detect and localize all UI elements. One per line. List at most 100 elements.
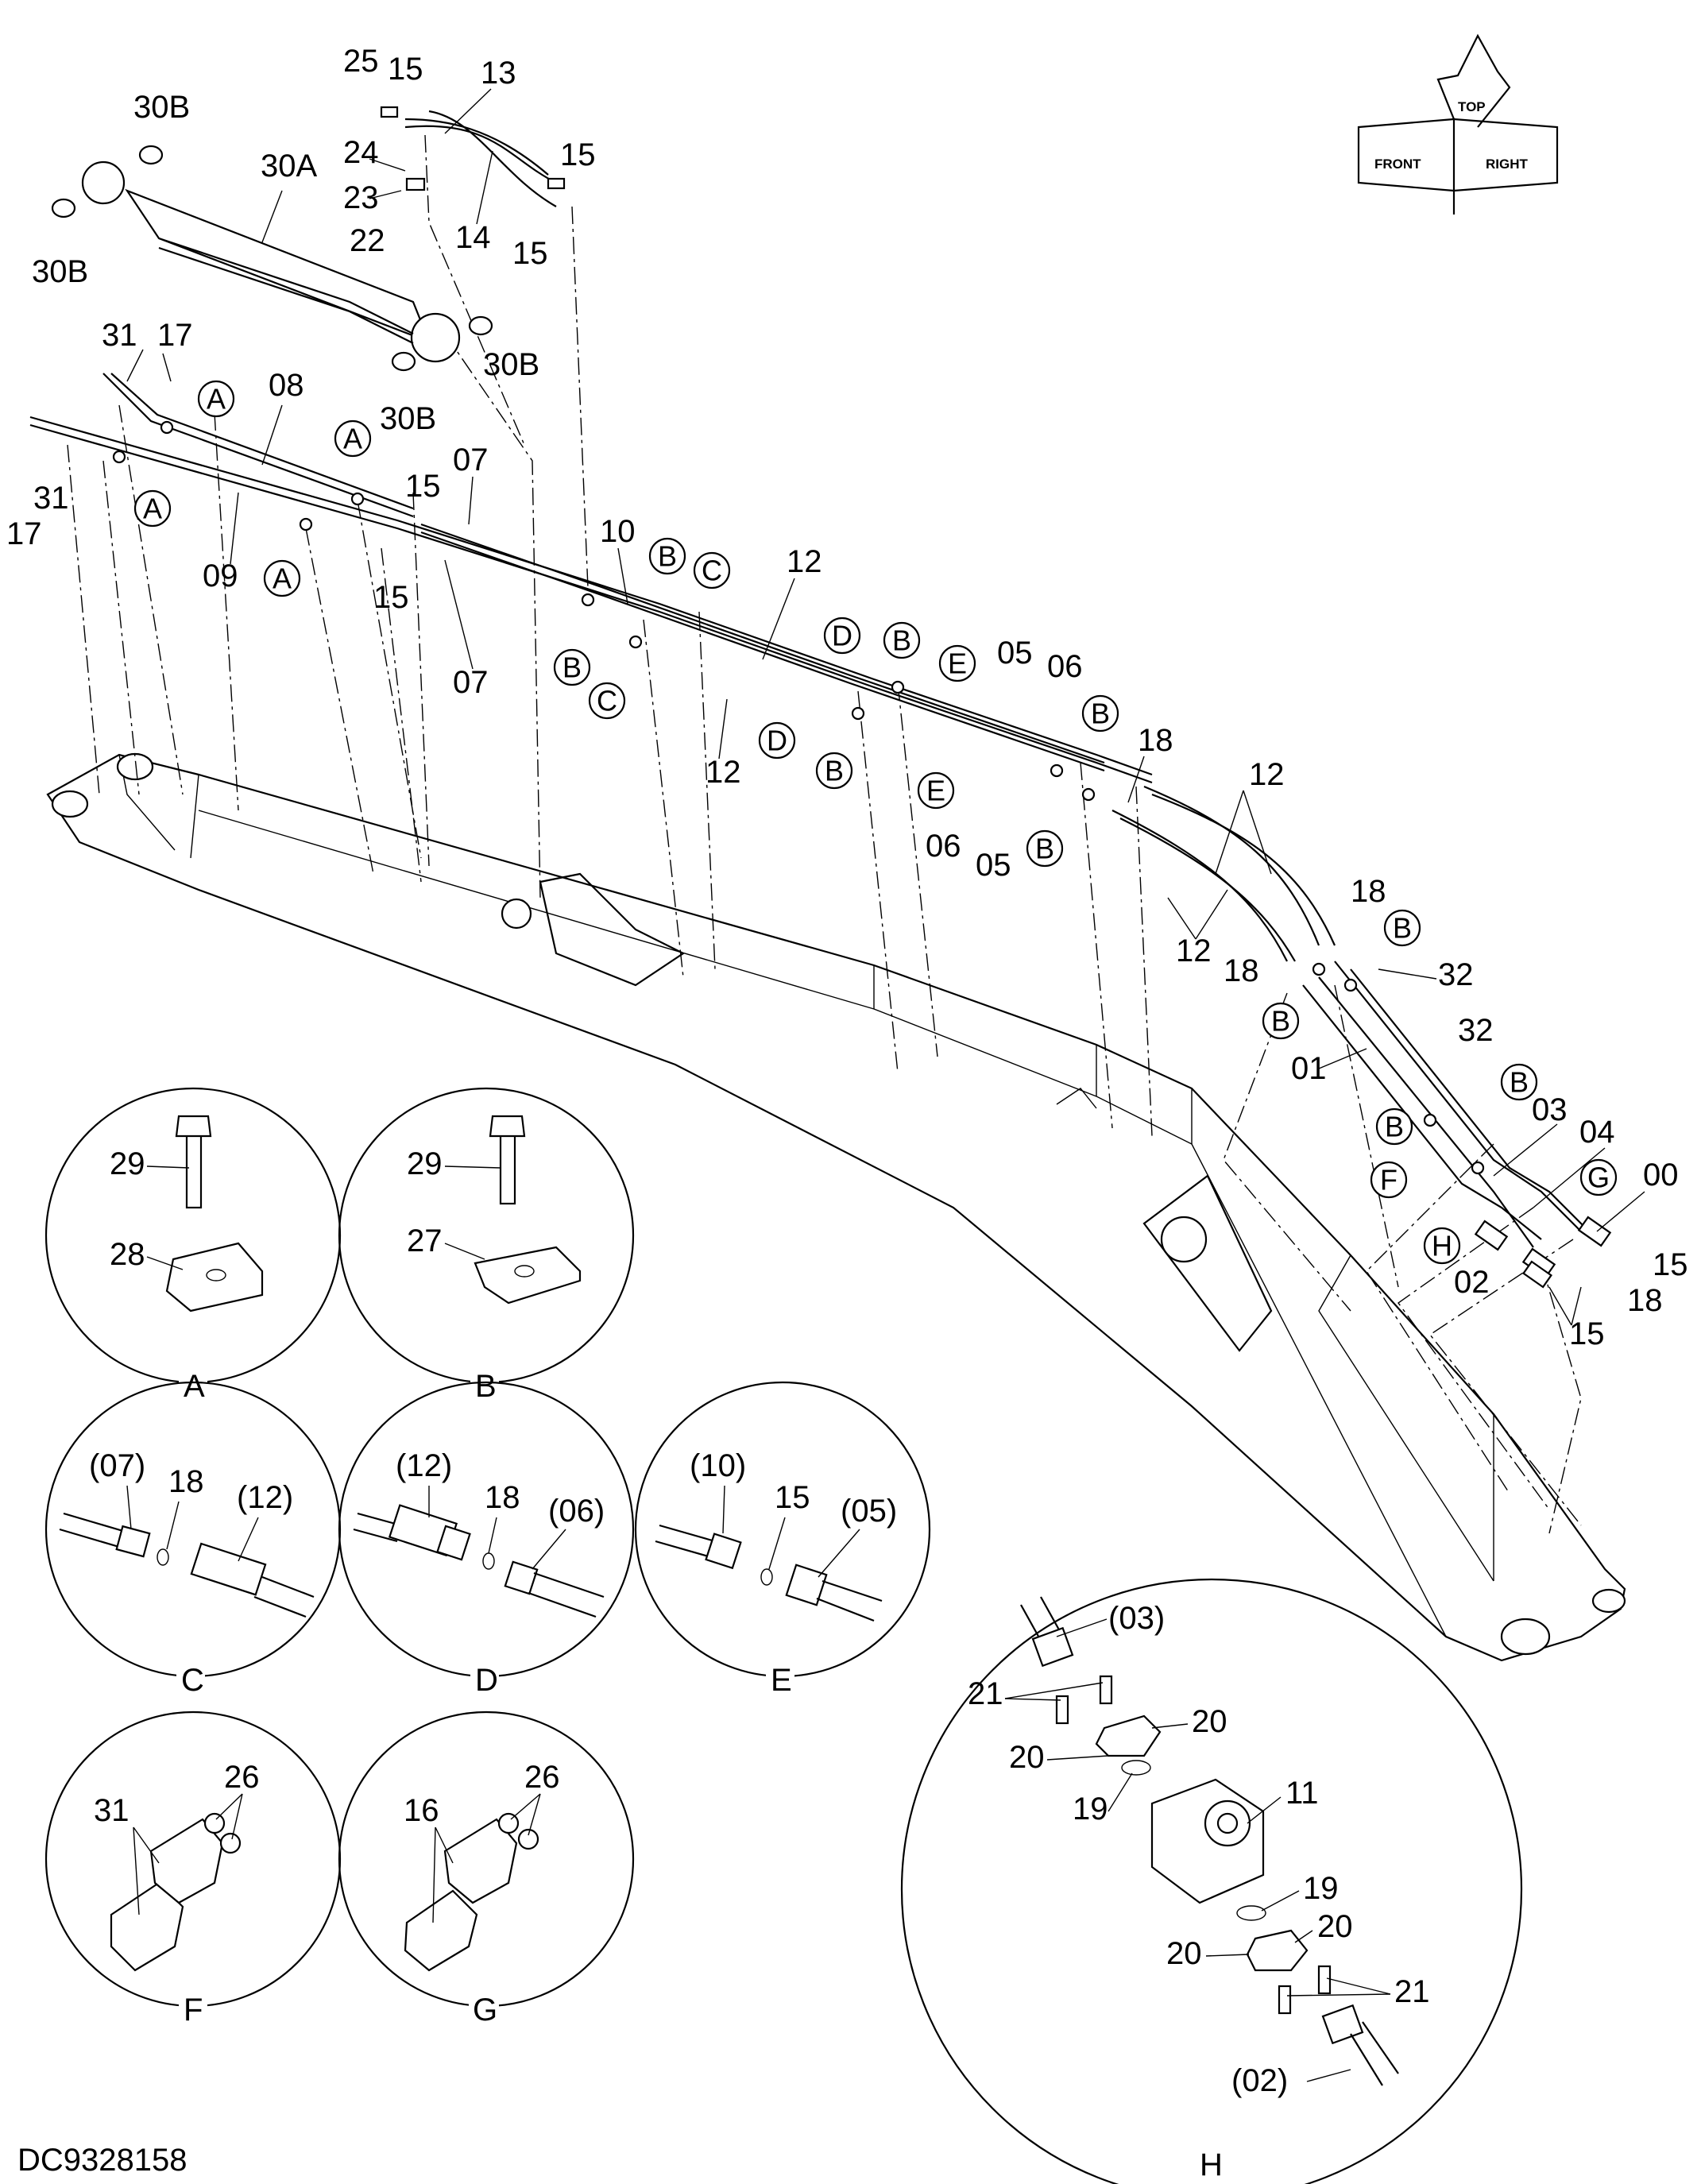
label-31: 31 xyxy=(102,318,137,353)
callouts-main: A A A A B C B C D B E D B E B B B B B B … xyxy=(133,380,1618,1265)
label-12: 12 xyxy=(1176,934,1212,968)
label-24: 24 xyxy=(343,135,379,170)
svg-text:C: C xyxy=(597,685,617,717)
label-18: 18 xyxy=(1627,1283,1663,1318)
detail-E: (10) 15 (05) E xyxy=(634,1381,931,1698)
svg-text:E: E xyxy=(926,775,945,807)
label-13: 13 xyxy=(481,56,516,91)
callout-C: C xyxy=(588,682,626,720)
boom xyxy=(46,752,1626,1662)
right-label: (06) xyxy=(548,1494,605,1529)
pipe-bot-label: (02) xyxy=(1231,2063,1288,2098)
flange-bot-left-label: 20 xyxy=(1166,1936,1202,1971)
callout-B: B xyxy=(1262,1002,1300,1040)
svg-text:B: B xyxy=(825,755,844,787)
label-04: 04 xyxy=(1579,1115,1615,1150)
cylinder xyxy=(51,106,566,372)
svg-text:A: A xyxy=(207,383,226,416)
flange-bot-right-label: 20 xyxy=(1317,1909,1353,1944)
clamp-label: 16 xyxy=(404,1793,439,1828)
bolts-bot-label: 21 xyxy=(1394,1974,1430,2009)
bolt-label: 29 xyxy=(407,1146,443,1181)
svg-text:B: B xyxy=(1510,1066,1529,1099)
label-32: 32 xyxy=(1458,1013,1494,1048)
drawing-number: DC9328158 xyxy=(17,2143,187,2178)
pipe-top-label: (03) xyxy=(1108,1601,1165,1636)
clamp-label: 28 xyxy=(110,1237,145,1272)
label-25: 25 xyxy=(343,44,379,79)
callout-B: B xyxy=(815,752,853,790)
callout-F: F xyxy=(1370,1161,1408,1199)
detail-G: 16 26 G xyxy=(338,1710,635,2027)
label-12: 12 xyxy=(706,755,741,790)
detail-D: (12) 18 (06) D xyxy=(338,1381,635,1698)
main-labels: 25 15 13 30B 30A 24 15 23 22 14 15 30B 3… xyxy=(6,44,1688,1351)
detail-A: 29 28 A xyxy=(44,1087,342,1404)
detail-title: D xyxy=(475,1663,498,1698)
label-07: 07 xyxy=(453,443,489,477)
callout-G: G xyxy=(1579,1158,1618,1196)
svg-text:B: B xyxy=(562,651,582,684)
label-18: 18 xyxy=(1224,953,1259,988)
block-label: 11 xyxy=(1285,1776,1319,1811)
oring-top-label: 19 xyxy=(1073,1792,1108,1826)
oring-label: 18 xyxy=(168,1464,204,1499)
svg-text:F: F xyxy=(1380,1164,1398,1196)
svg-text:B: B xyxy=(1035,833,1054,865)
detail-title: B xyxy=(475,1369,497,1404)
flange-top-left-label: 20 xyxy=(1009,1740,1045,1775)
clamp-markers xyxy=(112,420,1485,1175)
clamp-label: 31 xyxy=(94,1793,130,1828)
callout-C: C xyxy=(693,551,731,589)
label-18: 18 xyxy=(1138,723,1173,758)
label-17: 17 xyxy=(6,516,42,551)
svg-text:E: E xyxy=(948,647,967,680)
label-03: 03 xyxy=(1532,1092,1568,1127)
label-22: 22 xyxy=(350,223,385,258)
detail-title: A xyxy=(184,1369,205,1404)
label-leaders xyxy=(126,88,1645,1326)
svg-text:B: B xyxy=(1385,1111,1404,1143)
detail-B: 29 27 B xyxy=(338,1087,635,1404)
label-01: 01 xyxy=(1291,1051,1327,1086)
flange-top-right-label: 20 xyxy=(1192,1704,1227,1739)
svg-text:A: A xyxy=(343,423,362,455)
label-05: 05 xyxy=(997,636,1033,671)
label-02: 02 xyxy=(1454,1265,1490,1300)
svg-text:A: A xyxy=(273,562,292,595)
callout-B: B xyxy=(1026,829,1064,868)
svg-text:D: D xyxy=(832,620,852,652)
svg-text:B: B xyxy=(658,540,677,573)
label-15: 15 xyxy=(1569,1316,1605,1351)
label-12: 12 xyxy=(787,544,822,579)
label-08: 08 xyxy=(269,368,304,403)
callout-B: B xyxy=(883,621,921,659)
callout-A: A xyxy=(334,419,372,458)
label-15: 15 xyxy=(388,52,423,87)
svg-text:B: B xyxy=(1393,912,1412,945)
oring-label: 15 xyxy=(775,1480,810,1515)
label-05: 05 xyxy=(976,848,1011,883)
label-30B: 30B xyxy=(32,254,88,289)
detail-title: E xyxy=(771,1663,792,1698)
label-09: 09 xyxy=(203,559,238,593)
callout-B: B xyxy=(1081,694,1119,733)
callout-A: A xyxy=(197,380,235,418)
callout-D: D xyxy=(758,721,796,760)
callout-E: E xyxy=(917,771,955,810)
left-label: (10) xyxy=(690,1448,746,1483)
detail-title: C xyxy=(181,1663,204,1698)
svg-text:H: H xyxy=(1432,1230,1452,1262)
label-14: 14 xyxy=(455,220,491,255)
detail-title: H xyxy=(1200,2147,1223,2182)
right-label: (05) xyxy=(841,1494,897,1529)
detail-H: (03) 21 20 20 19 11 19 20 20 21 (02) H xyxy=(901,1579,1522,2184)
label-00: 00 xyxy=(1643,1158,1679,1193)
bolts-label: 26 xyxy=(524,1760,560,1795)
svg-text:D: D xyxy=(767,725,787,757)
bolt-label: 29 xyxy=(110,1146,145,1181)
callout-H: H xyxy=(1423,1227,1461,1265)
callout-A: A xyxy=(133,489,172,528)
label-15: 15 xyxy=(560,137,596,172)
